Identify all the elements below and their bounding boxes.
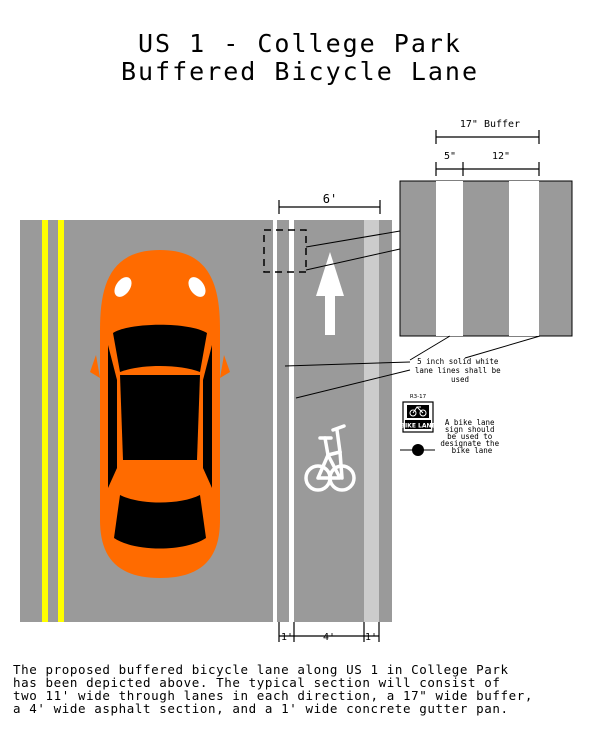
- dim-buffer-total: 17" Buffer: [460, 119, 520, 130]
- dim-bottom-left: 1': [281, 632, 293, 643]
- arrow-up-icon: [316, 252, 344, 335]
- lane-line-note-3: used: [451, 375, 469, 384]
- title-line-2: Buffered Bicycle Lane: [120, 57, 480, 86]
- buffer-detail: [399, 180, 573, 337]
- dim-buffer-left: 5": [444, 151, 456, 162]
- gutter-pan: [364, 220, 379, 622]
- caption: The proposed buffered bicycle lane along…: [13, 662, 534, 716]
- sign-bicycle-icon: [409, 406, 427, 417]
- dim-bottom-middle: 4': [323, 632, 335, 643]
- buffer-line-right: [289, 220, 294, 622]
- detail-line-12in: [509, 181, 539, 336]
- center-line-left: [42, 220, 48, 622]
- dim-lane-width: 6': [323, 192, 337, 206]
- detail-line-5in: [436, 181, 463, 336]
- sign-text: BIKE LANE: [400, 423, 435, 430]
- sign-note-1: A bike lane: [445, 418, 495, 427]
- sign-note-2: sign should: [445, 425, 495, 434]
- lane-line-note-2: lane lines shall be: [415, 366, 501, 375]
- dim-buffer-right: 12": [492, 151, 510, 162]
- svg-text:5 inch solid white lane li: 5 inch solid white lane lines shall be u…: [415, 357, 505, 384]
- dim-bottom-right: 1': [365, 632, 377, 643]
- buffer-line-left: [273, 220, 277, 622]
- svg-text:A bike lane sign should: A bike lane sign should be used to desig…: [440, 418, 503, 455]
- detail-callout-box: [263, 229, 307, 273]
- sign-code: R3-17: [410, 394, 427, 400]
- center-line-right: [58, 220, 64, 622]
- lane-line-note-1: 5 inch solid white: [417, 357, 499, 366]
- sign-note-4: designate the: [440, 439, 499, 448]
- car: [90, 250, 230, 578]
- title-line-1: US 1 - College Park: [138, 29, 462, 58]
- sign-note-5: bike lane: [452, 446, 493, 455]
- curb: [379, 220, 392, 622]
- sign-note-3: be used to: [447, 432, 493, 441]
- bicycle-icon: [304, 424, 356, 492]
